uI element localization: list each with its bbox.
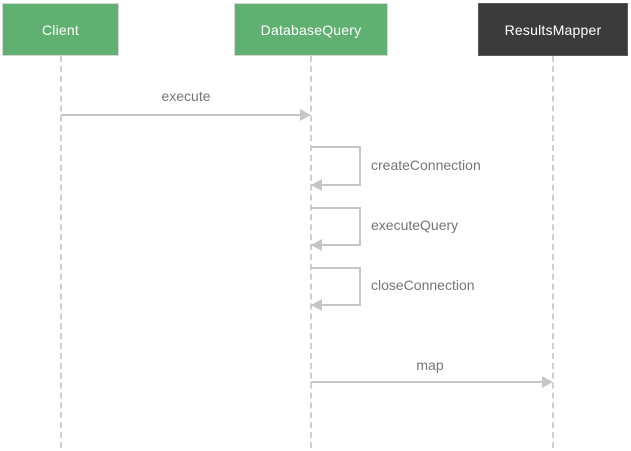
message-map-arrowhead xyxy=(542,376,553,388)
participant-resultsmapper-label: ResultsMapper xyxy=(504,21,602,38)
message-create-connection-arrowhead xyxy=(311,179,322,191)
message-map-line xyxy=(311,381,543,383)
message-create-connection-loop xyxy=(311,146,361,186)
participant-databasequery-label: DatabaseQuery xyxy=(260,21,362,38)
message-close-connection-label: closeConnection xyxy=(371,277,475,293)
lifeline-databasequery xyxy=(310,56,312,448)
message-map-label: map xyxy=(416,357,444,373)
message-close-connection-loop xyxy=(311,267,361,306)
message-execute-line xyxy=(61,114,301,116)
participant-client-label: Client xyxy=(42,21,79,38)
message-execute-arrowhead xyxy=(300,109,311,121)
participant-databasequery[interactable]: DatabaseQuery xyxy=(234,3,388,56)
message-execute-query-loop xyxy=(311,207,361,246)
message-execute-label: execute xyxy=(161,88,211,104)
message-close-connection-arrowhead xyxy=(311,299,322,311)
participant-resultsmapper[interactable]: ResultsMapper xyxy=(478,3,628,56)
lifeline-client xyxy=(60,56,62,448)
message-execute-query-label: executeQuery xyxy=(371,217,459,233)
lifeline-resultsmapper xyxy=(552,56,554,448)
message-create-connection-label: createConnection xyxy=(371,157,481,173)
message-execute-query-arrowhead xyxy=(311,239,322,251)
participant-client[interactable]: Client xyxy=(2,3,119,56)
